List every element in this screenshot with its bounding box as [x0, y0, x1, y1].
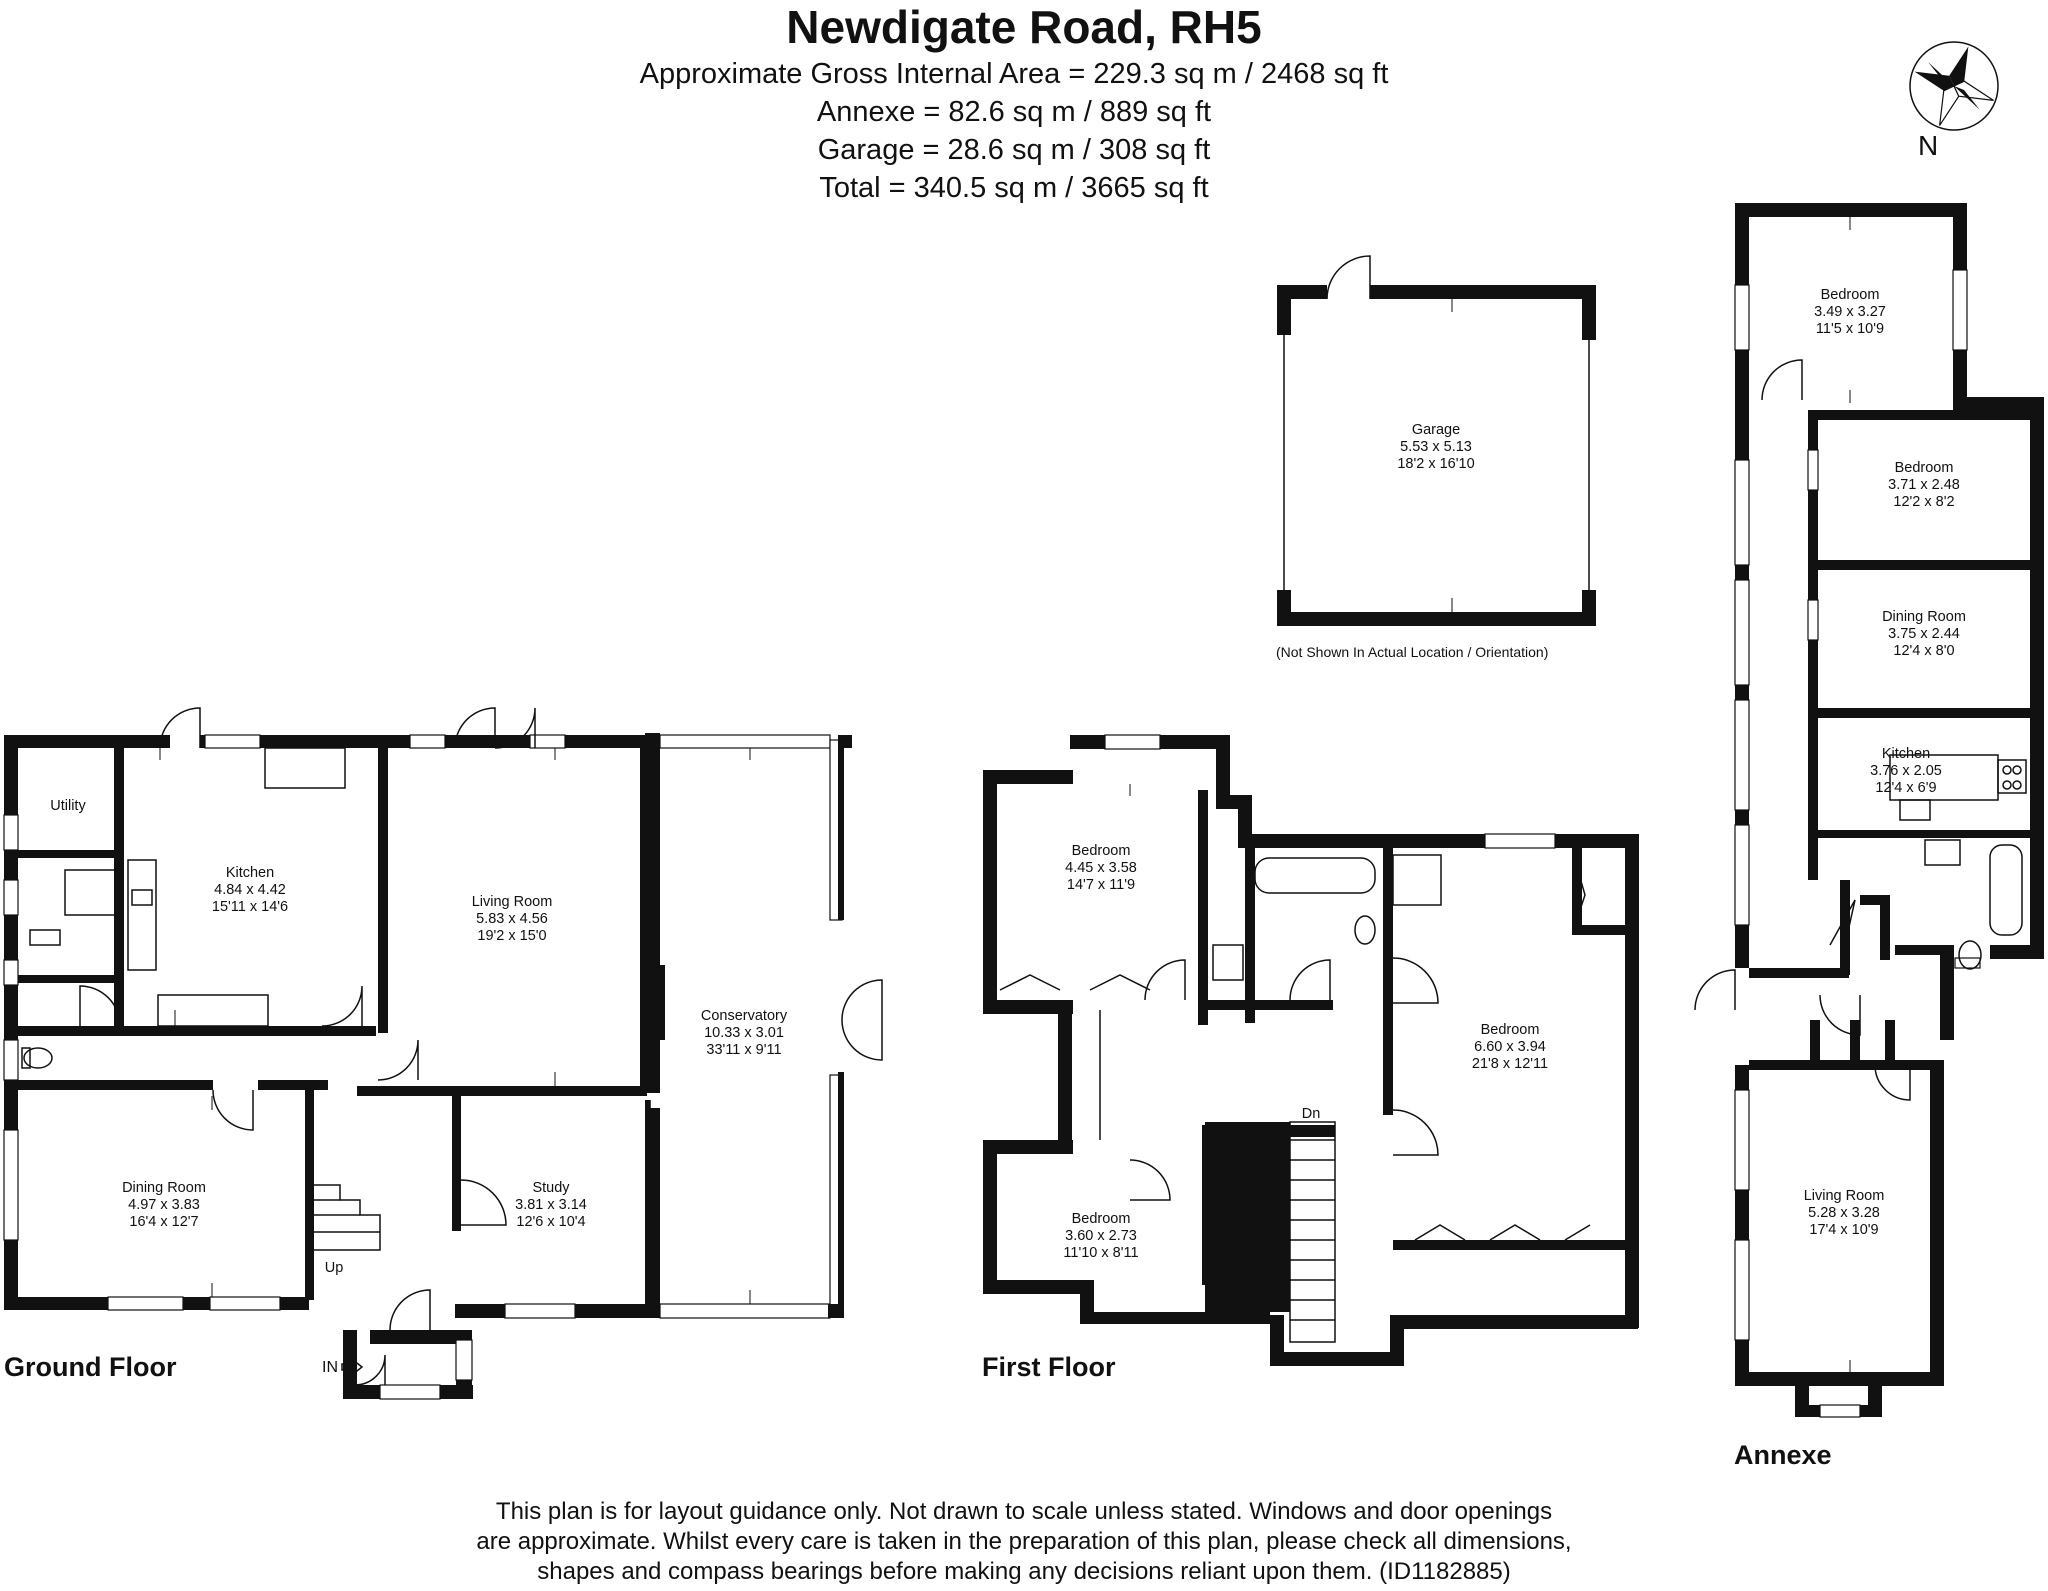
room-name: Garage	[1412, 422, 1460, 438]
compass-north-label: N	[1918, 130, 1939, 161]
room-label-kitchen: Kitchen 4.84 x 4.42 15'11 x 14'6	[212, 865, 288, 915]
plan-title: Newdigate Road, RH5	[786, 1, 1262, 53]
room-metric: 5.28 x 3.28	[1808, 1205, 1880, 1221]
room-label-annexe-bedroom-2: Bedroom 3.71 x 2.48 12'2 x 8'2	[1888, 460, 1960, 510]
room-name: Bedroom	[1072, 1211, 1131, 1227]
room-metric: 3.49 x 3.27	[1814, 304, 1886, 320]
room-name: Bedroom	[1072, 843, 1131, 859]
garage-area: Garage = 28.6 sq m / 308 sq ft	[817, 134, 1211, 166]
annexe-area: Annexe = 82.6 sq m / 889 sq ft	[816, 96, 1212, 128]
room-label-study: Study 3.81 x 3.14 12'6 x 10'4	[515, 1180, 587, 1230]
room-label-annexe-bedroom-1: Bedroom 3.49 x 3.27 11'5 x 10'9	[1814, 287, 1886, 337]
room-label-garage: Garage 5.53 x 5.13 18'2 x 16'10	[1397, 422, 1474, 472]
first-floor-plan	[983, 734, 1639, 1366]
annexe-plan	[1694, 203, 2044, 1418]
room-metric: 4.97 x 3.83	[128, 1197, 200, 1213]
room-name: Dining Room	[1882, 609, 1966, 625]
room-name: Bedroom	[1821, 287, 1880, 303]
room-label-ff-bedroom-2: Bedroom 6.60 x 3.94 21'8 x 12'11	[1472, 1022, 1548, 1072]
first-floor-label: First Floor	[982, 1352, 1116, 1382]
room-label-utility: Utility	[50, 798, 86, 814]
room-imperial: 12'6 x 10'4	[516, 1214, 585, 1230]
room-label-living-room: Living Room 5.83 x 4.56 19'2 x 15'0	[472, 894, 553, 944]
stairs	[312, 1184, 381, 1251]
room-metric: 3.81 x 3.14	[515, 1197, 587, 1213]
room-metric: 3.60 x 2.73	[1065, 1228, 1137, 1244]
room-label-annexe-living-room: Living Room 5.28 x 3.28 17'4 x 10'9	[1804, 1188, 1885, 1238]
disclaimer-line-1: This plan is for layout guidance only. N…	[495, 1498, 1553, 1525]
room-imperial: 21'8 x 12'11	[1472, 1056, 1548, 1072]
gross-internal-area: Approximate Gross Internal Area = 229.3 …	[639, 58, 1389, 90]
stairs-up-label: Up	[325, 1260, 344, 1276]
room-imperial: 33'11 x 9'11	[706, 1042, 781, 1058]
room-imperial: 17'4 x 10'9	[1809, 1222, 1878, 1238]
room-label-ff-bedroom-3: Bedroom 3.60 x 2.73 11'10 x 8'11	[1063, 1211, 1138, 1261]
room-name: Living Room	[472, 894, 553, 910]
room-metric: 3.76 x 2.05	[1870, 763, 1942, 779]
room-label-conservatory: Conservatory 10.33 x 3.01 33'11 x 9'11	[701, 1008, 788, 1058]
room-metric: 4.45 x 3.58	[1065, 860, 1137, 876]
entrance-arrow-icon	[341, 1357, 364, 1377]
room-metric: 5.53 x 5.13	[1400, 439, 1472, 455]
ground-floor-plan	[3, 707, 883, 1400]
entrance-label: IN	[322, 1359, 338, 1376]
room-label-annexe-kitchen: Kitchen 3.76 x 2.05 12'4 x 6'9	[1870, 746, 1942, 796]
stairs	[1289, 1121, 1336, 1343]
room-metric: 10.33 x 3.01	[704, 1025, 784, 1041]
room-label-ff-bedroom-1: Bedroom 4.45 x 3.58 14'7 x 11'9	[1065, 843, 1137, 893]
room-imperial: 11'10 x 8'11	[1063, 1245, 1138, 1261]
room-name: Kitchen	[1882, 746, 1930, 762]
room-name: Study	[532, 1180, 570, 1196]
room-label-annexe-dining-room: Dining Room 3.75 x 2.44 12'4 x 8'0	[1882, 609, 1966, 659]
dimension-arrows	[159, 217, 1851, 1372]
disclaimer-line-3: shapes and compass bearings before makin…	[537, 1558, 1511, 1585]
room-name: Dining Room	[122, 1180, 206, 1196]
room-imperial: 19'2 x 15'0	[477, 928, 546, 944]
ground-floor-label: Ground Floor	[4, 1352, 177, 1382]
room-name: Kitchen	[226, 865, 274, 881]
room-imperial: 12'2 x 8'2	[1893, 494, 1954, 510]
total-area: Total = 340.5 sq m / 3665 sq ft	[819, 172, 1209, 204]
room-imperial: 15'11 x 14'6	[212, 899, 288, 915]
room-imperial: 16'4 x 12'7	[129, 1214, 198, 1230]
compass-star-icon	[1909, 41, 1999, 131]
stairs-down-label: Dn	[1302, 1106, 1321, 1122]
annexe-label: Annexe	[1734, 1440, 1832, 1470]
room-label-dining-room: Dining Room 4.97 x 3.83 16'4 x 12'7	[122, 1180, 206, 1230]
room-name: Bedroom	[1481, 1022, 1540, 1038]
room-name: Living Room	[1804, 1188, 1885, 1204]
garage-location-note: (Not Shown In Actual Location / Orientat…	[1276, 644, 1549, 660]
room-metric: 4.84 x 4.42	[214, 882, 286, 898]
room-metric: 3.71 x 2.48	[1888, 477, 1960, 493]
room-metric: 6.60 x 3.94	[1474, 1039, 1546, 1055]
garage-plan	[1277, 255, 1596, 626]
room-name: Utility	[50, 798, 86, 814]
disclaimer-line-2: are approximate. Whilst every care is ta…	[476, 1528, 1572, 1555]
room-imperial: 18'2 x 16'10	[1397, 456, 1474, 472]
room-imperial: 12'4 x 6'9	[1875, 780, 1936, 796]
room-metric: 3.75 x 2.44	[1888, 626, 1960, 642]
room-metric: 5.83 x 4.56	[476, 911, 548, 927]
room-imperial: 12'4 x 8'0	[1893, 643, 1954, 659]
room-imperial: 11'5 x 10'9	[1816, 321, 1884, 337]
room-imperial: 14'7 x 11'9	[1067, 877, 1135, 893]
room-name: Bedroom	[1895, 460, 1954, 476]
room-name: Conservatory	[701, 1008, 788, 1024]
